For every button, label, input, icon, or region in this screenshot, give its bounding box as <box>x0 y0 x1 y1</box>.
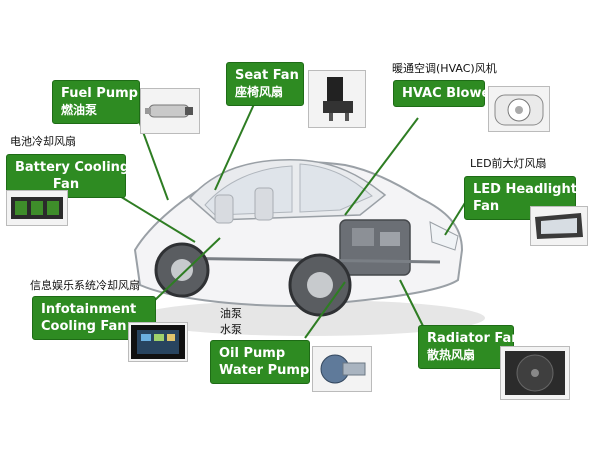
radiator-fan-icon <box>500 346 570 400</box>
hvac-note: 暖通空调(HVAC)风机 <box>392 62 497 75</box>
hvac-en: HVAC Blower <box>402 86 497 101</box>
leader-hvac <box>344 117 419 216</box>
engine-detail <box>352 228 374 246</box>
label-radiator-fan: Radiator Fan 散热风扇 <box>418 325 521 369</box>
car-windshield <box>299 163 373 213</box>
oil-pump-note: 油泵 <box>220 307 242 320</box>
engine-detail-2 <box>380 232 400 246</box>
car-seat-rear <box>214 194 234 224</box>
battery-note: 电池冷却风扇 <box>10 135 76 148</box>
engine-block <box>339 219 411 276</box>
leader-seat-fan <box>214 101 256 191</box>
car-seat-icon <box>308 70 366 128</box>
label-infotainment: Infotainment Cooling Fan <box>32 296 156 340</box>
led-line2: Fan <box>473 199 500 214</box>
leader-battery <box>117 194 196 243</box>
seat-fan-zh: 座椅风扇 <box>235 85 284 99</box>
leader-infotainment <box>154 237 221 301</box>
label-led-headlight: LED Headlight Fan <box>464 176 577 220</box>
car-seat-front <box>254 187 274 221</box>
infotainment-line2: Cooling Fan <box>41 319 127 334</box>
infotainment-screen-icon <box>128 322 188 362</box>
infotainment-line1: Infotainment <box>41 302 137 317</box>
rear-wheel-hub <box>171 259 193 281</box>
water-pump-icon <box>312 346 372 392</box>
oil-pump-line2: Water Pump <box>219 363 310 378</box>
label-seat-fan: Seat Fan 座椅风扇 <box>226 62 304 106</box>
label-hvac-blower: HVAC Blower <box>393 80 497 107</box>
label-fuel-pump: Fuel Pump 燃油泵 <box>52 80 140 124</box>
seat-fan-en: Seat Fan <box>235 68 299 83</box>
oil-pump-line1: Oil Pump <box>219 346 286 361</box>
blower-fan-icon <box>488 86 550 132</box>
leader-oil-pump <box>304 281 346 339</box>
led-line1: LED Headlight <box>473 182 577 197</box>
fuel-pump-icon <box>140 88 200 134</box>
radiator-en: Radiator Fan <box>427 331 521 346</box>
water-pump-note: 水泵 <box>220 323 242 336</box>
front-wheel-hub <box>307 272 333 298</box>
leader-radiator <box>399 279 426 331</box>
battery-line1: Battery Cooling <box>15 160 130 175</box>
ground-shadow <box>135 300 485 336</box>
battery-line2: Fan <box>52 177 80 192</box>
fuel-pump-en: Fuel Pump <box>61 86 138 101</box>
radiator-zh: 散热风扇 <box>427 348 476 362</box>
label-oil-water-pump: Oil Pump Water Pump <box>210 340 310 384</box>
car-headlight <box>429 221 459 251</box>
fuel-pump-zh: 燃油泵 <box>61 103 98 117</box>
led-headlight-icon <box>530 206 588 246</box>
battery-pack-icon <box>6 190 68 226</box>
led-note: LED前大灯风扇 <box>470 157 547 170</box>
infotainment-note: 信息娱乐系统冷却风扇 <box>30 279 140 292</box>
